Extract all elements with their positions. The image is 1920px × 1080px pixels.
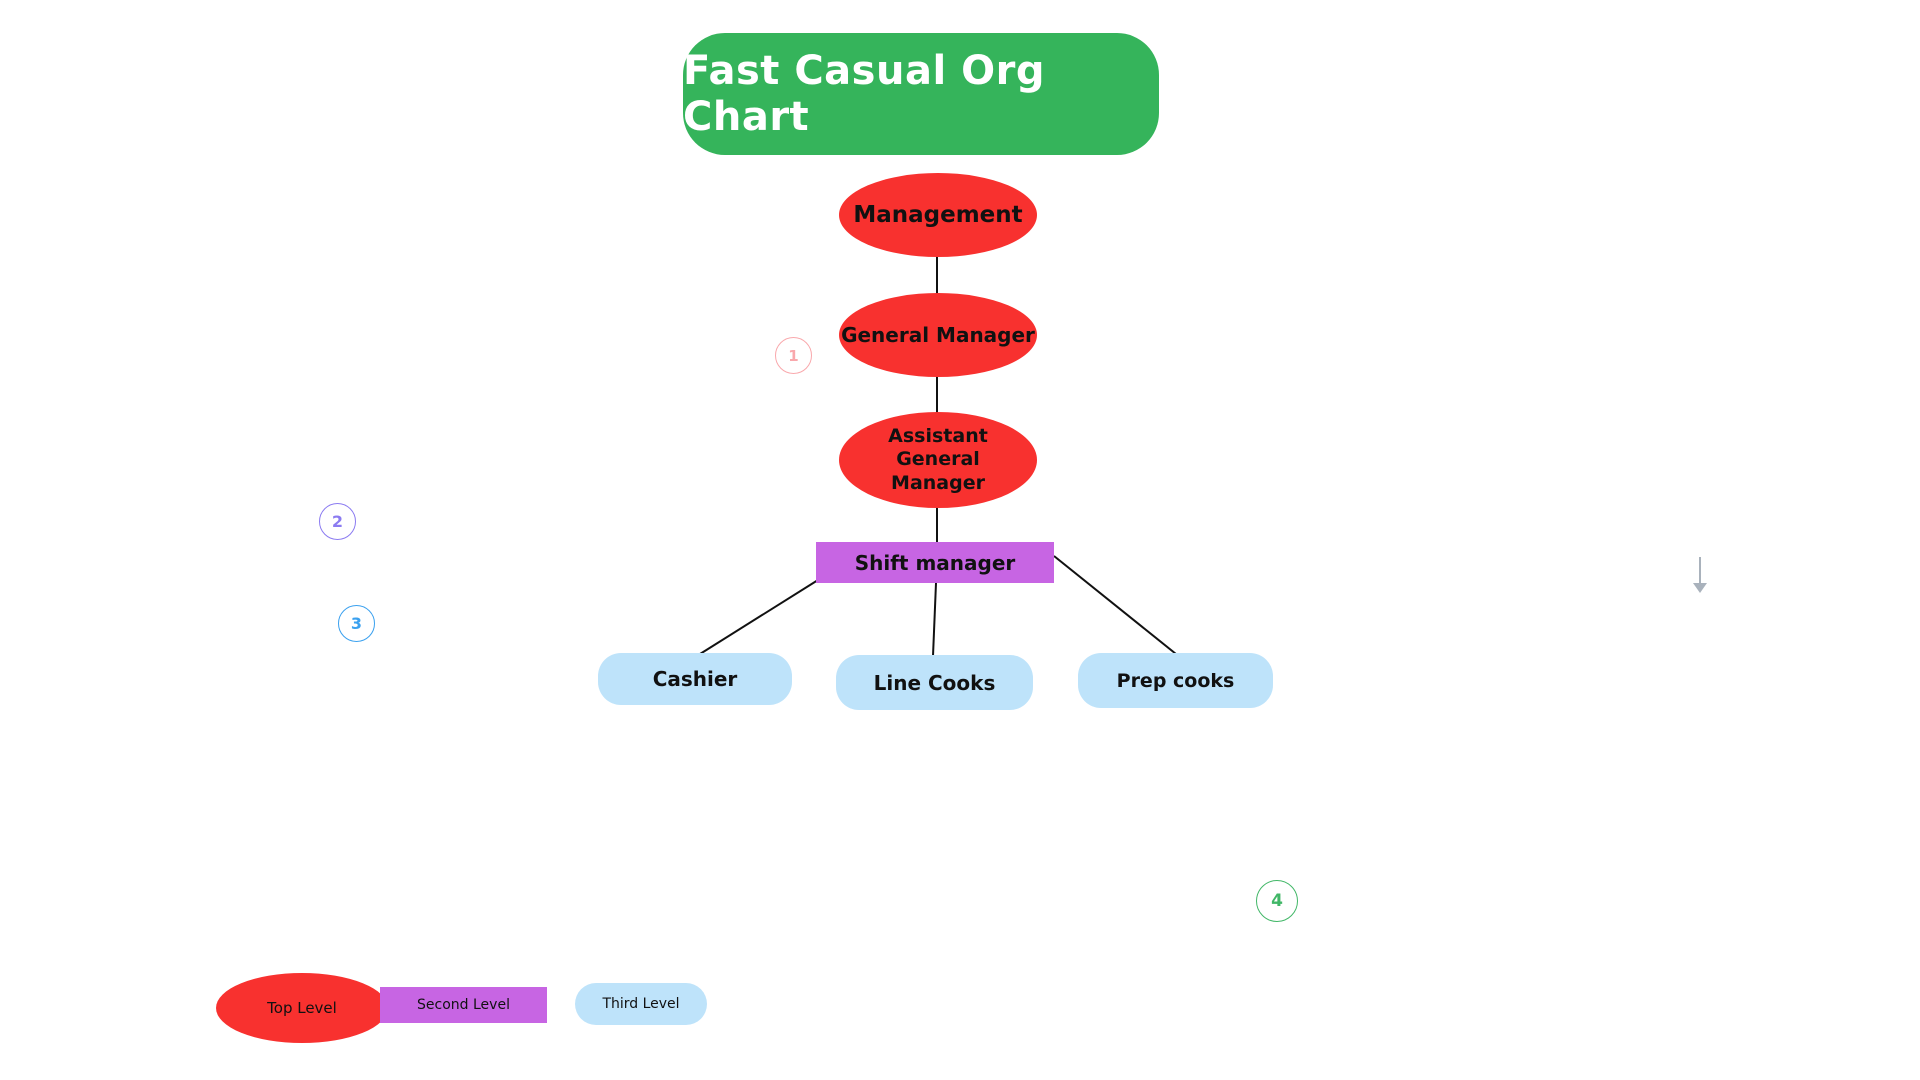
- chart-title[interactable]: Fast Casual Org Chart: [683, 33, 1159, 155]
- node-shift-manager-label: Shift manager: [854, 550, 1016, 575]
- marker-3-number: 3: [350, 614, 363, 633]
- node-general-manager[interactable]: General Manager: [839, 293, 1037, 377]
- legend-second-level-label: Second Level: [417, 997, 510, 1013]
- node-assistant-general-manager-label: Assistant General Manager: [888, 424, 988, 494]
- node-line-cooks-label: Line Cooks: [873, 670, 996, 695]
- node-management[interactable]: Management: [839, 173, 1037, 257]
- node-general-manager-label: General Manager: [841, 323, 1035, 347]
- legend-third-level[interactable]: Third Level: [575, 983, 707, 1025]
- node-shift-manager[interactable]: Shift manager: [816, 542, 1054, 583]
- node-cashier[interactable]: Cashier: [598, 653, 792, 705]
- connector-shift-prep-cooks: [1053, 555, 1177, 655]
- marker-2[interactable]: 2: [319, 503, 356, 540]
- marker-4-number: 4: [1271, 891, 1283, 911]
- connector-shift-cashier: [699, 579, 819, 655]
- marker-3[interactable]: 3: [338, 605, 375, 642]
- node-management-label: Management: [853, 202, 1023, 228]
- legend-top-level-label: Top Level: [267, 999, 337, 1017]
- legend-third-level-label: Third Level: [602, 996, 680, 1012]
- legend-top-level[interactable]: Top Level: [216, 973, 388, 1043]
- connector-shift-line-cooks: [932, 582, 937, 657]
- scroll-down-arrow-icon[interactable]: [1688, 555, 1712, 597]
- legend-second-level[interactable]: Second Level: [380, 987, 547, 1023]
- marker-1[interactable]: 1: [775, 337, 812, 374]
- marker-4[interactable]: 4: [1256, 880, 1298, 922]
- marker-2-number: 2: [331, 512, 344, 531]
- marker-1-number: 1: [788, 346, 799, 365]
- node-line-cooks[interactable]: Line Cooks: [836, 655, 1033, 710]
- node-prep-cooks[interactable]: Prep cooks: [1078, 653, 1273, 708]
- chart-title-label: Fast Casual Org Chart: [683, 48, 1045, 140]
- node-assistant-general-manager[interactable]: Assistant General Manager: [839, 412, 1037, 508]
- node-prep-cooks-label: Prep cooks: [1116, 669, 1235, 692]
- node-cashier-label: Cashier: [652, 667, 738, 691]
